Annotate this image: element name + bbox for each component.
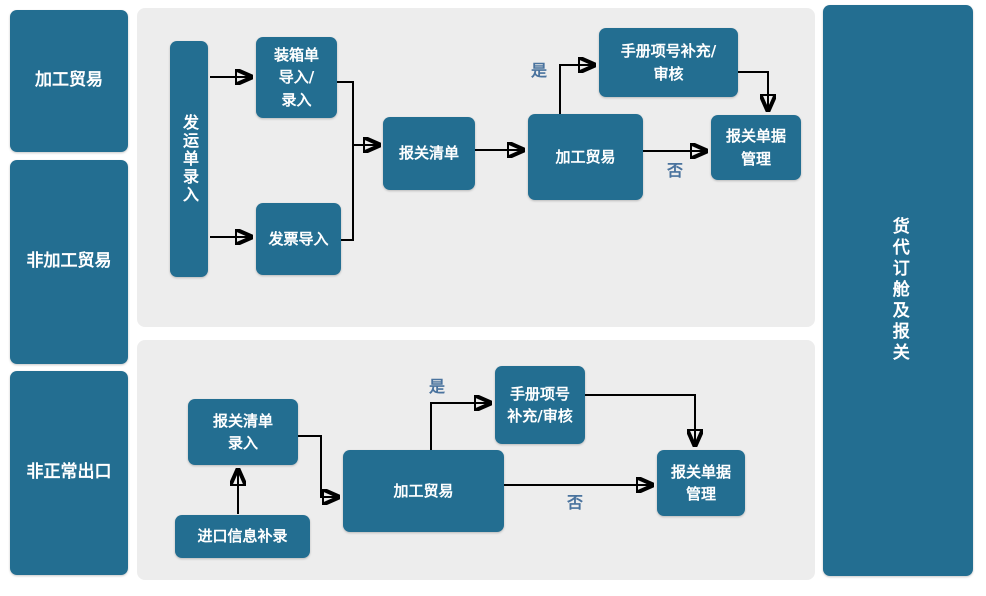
label-yes-top: 是 bbox=[531, 61, 548, 80]
node-manual-item-supplement-audit: 手册项号补充/ 审核 bbox=[599, 28, 738, 97]
node-processing-trade-decision-bottom: 加工贸易 bbox=[343, 450, 504, 532]
node-import-info-supplement: 进口信息补录 bbox=[175, 515, 310, 558]
node-manual-item-supplement-audit-bottom: 手册项号 补充/审核 bbox=[495, 366, 585, 444]
label-no-top: 否 bbox=[667, 161, 684, 180]
node-packing-list-import: 装箱单 导入/ 录入 bbox=[256, 37, 337, 118]
node-customs-list-entry: 报关清单 录入 bbox=[188, 399, 298, 465]
lane-non-processing-trade: 非加工贸易 bbox=[10, 160, 128, 364]
node-customs-declaration-list: 报关清单 bbox=[383, 117, 475, 190]
label-yes-bottom: 是 bbox=[429, 377, 446, 396]
node-customs-document-management: 报关单据 管理 bbox=[711, 115, 801, 180]
node-processing-trade-decision: 加工贸易 bbox=[528, 114, 643, 200]
lane-processing-trade: 加工贸易 bbox=[10, 10, 128, 152]
lane-forwarder-booking-customs: 货代订舱及报关 bbox=[823, 5, 973, 576]
node-shipping-order-entry: 发运单录入 bbox=[170, 41, 208, 277]
label-no-bottom: 否 bbox=[567, 493, 584, 512]
node-invoice-import: 发票导入 bbox=[256, 203, 341, 275]
node-customs-document-management-bottom: 报关单据 管理 bbox=[657, 450, 745, 516]
lane-abnormal-export: 非正常出口 bbox=[10, 371, 128, 575]
